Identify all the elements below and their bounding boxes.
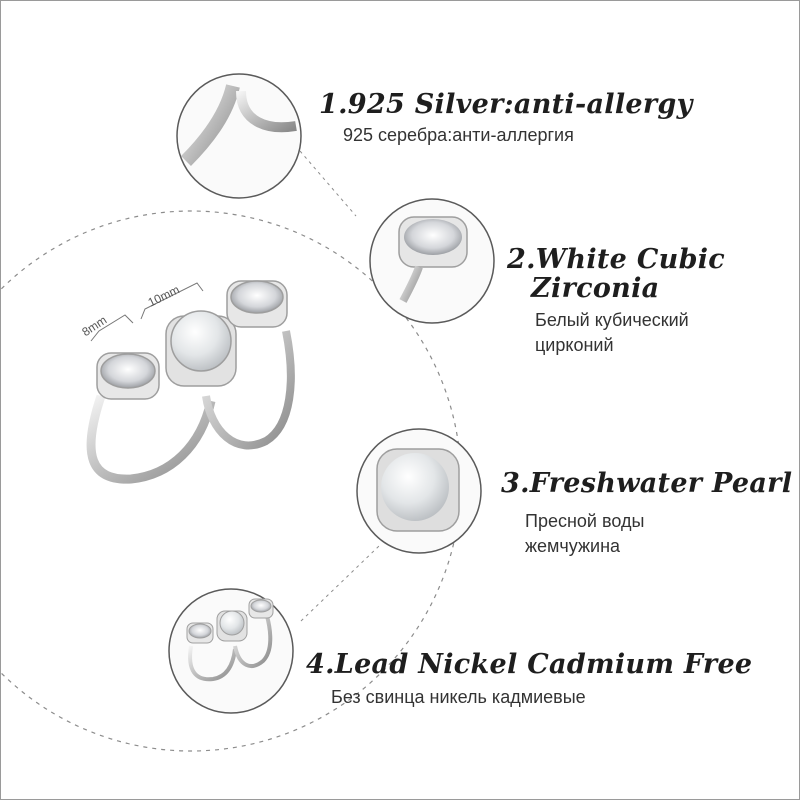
feature-circle-zirconia — [369, 198, 495, 324]
feature-subtitle-zirconia-line2: цирконий — [535, 335, 614, 355]
feature-circle-band — [176, 73, 302, 199]
ring-main — [86, 280, 295, 484]
feature-title-zirconia-line1: 2.White Cubic — [507, 244, 726, 275]
dimension-brackets — [90, 282, 204, 342]
feature-subtitle-silver: 925 серебра:анти-аллергия — [343, 125, 574, 145]
feature-title-zirconia-line2: Zirconia — [531, 273, 660, 304]
feature-circle-ring-small — [168, 588, 294, 714]
feature-subtitle-lead-free: Без свинца никель кадмиевые — [331, 687, 586, 707]
feature-title-pearl: 3.Freshwater Pearl — [501, 468, 793, 499]
feature-circle-pearl — [356, 428, 482, 554]
feature-subtitle-zirconia-line1: Белый кубический — [535, 310, 689, 330]
feature-title-silver: 1.925 Silver:anti-allergy — [319, 89, 693, 120]
feature-subtitle-pearl-line1: Пресной воды — [525, 511, 645, 531]
feature-subtitle-pearl-line2: жемчужина — [525, 536, 621, 556]
feature-title-lead-free: 4.Lead Nickel Cadmium Free — [306, 649, 753, 680]
